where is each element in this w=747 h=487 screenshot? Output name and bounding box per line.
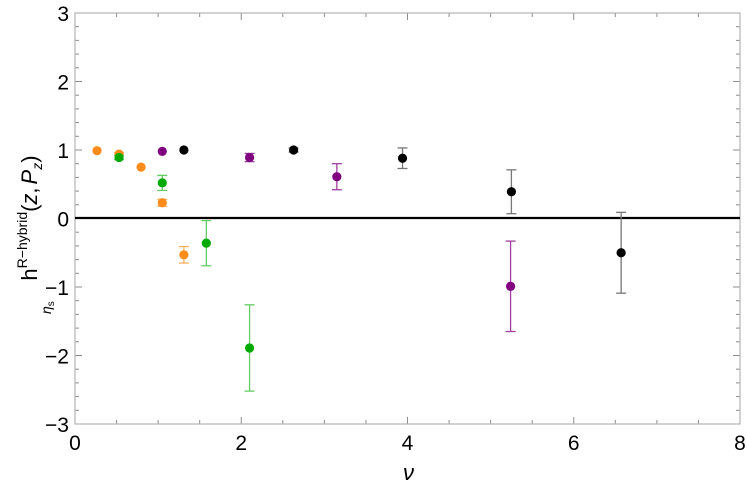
y-label-comma: , — [17, 187, 42, 193]
data-point — [136, 162, 146, 172]
data-point — [505, 281, 516, 291]
x-tick-label: 2 — [235, 432, 247, 455]
x-tick-labels: 0 2 4 6 8 — [69, 432, 746, 455]
y-label-base: h — [17, 268, 42, 280]
data-point — [157, 178, 167, 188]
data-point — [92, 146, 102, 156]
x-tick-label: 8 — [734, 432, 746, 455]
data-point — [201, 238, 211, 248]
series-green — [114, 152, 255, 392]
y-label-open-paren: ( — [17, 204, 42, 212]
svg-text:hR−hybrid(z,Pz): hR−hybrid(z,Pz) — [14, 155, 45, 280]
y-label-arg-p-sub: z — [29, 163, 45, 171]
y-label-superscript: R−hybrid — [14, 212, 30, 268]
data-point — [332, 172, 342, 182]
data-point — [114, 152, 124, 163]
y-tick-label: 1 — [57, 140, 69, 163]
x-tick-label: 6 — [568, 432, 580, 455]
y-tick-label: 3 — [57, 3, 69, 26]
y-label-subscript-group: ηs — [38, 301, 57, 314]
y-label-arg-p: P — [17, 169, 42, 184]
data-point — [244, 343, 255, 353]
y-tick-label: 0 — [57, 209, 69, 232]
series-purple — [157, 146, 516, 333]
y-tick-label: −3 — [45, 414, 69, 437]
series-orange — [92, 146, 189, 264]
data-point — [397, 153, 408, 163]
y-tick-label: −1 — [45, 277, 69, 300]
data-point — [179, 145, 189, 155]
svg-text:ηs: ηs — [38, 301, 57, 314]
data-point — [157, 198, 167, 208]
data-series — [92, 145, 627, 392]
y-tick-labels: −3 −2 −1 0 1 2 3 — [45, 3, 69, 437]
data-point — [244, 152, 255, 163]
y-label-close-paren: ) — [17, 155, 42, 162]
data-point — [616, 248, 626, 258]
data-point — [289, 145, 299, 155]
y-label-arg-z: z — [17, 194, 42, 206]
y-tick-label: 2 — [57, 72, 69, 95]
y-label-subscript: η — [38, 306, 54, 314]
y-tick-label: −2 — [45, 346, 69, 369]
series-black — [179, 145, 627, 294]
data-point — [179, 250, 189, 260]
y-axis-label: hR−hybrid(z,Pz) — [14, 155, 45, 280]
x-tick-label: 4 — [402, 432, 414, 455]
x-axis-label: ν — [403, 460, 414, 485]
data-point — [157, 146, 167, 156]
data-point — [506, 187, 517, 197]
x-tick-label: 0 — [69, 432, 81, 455]
y-label-subsubscript: s — [46, 301, 57, 306]
